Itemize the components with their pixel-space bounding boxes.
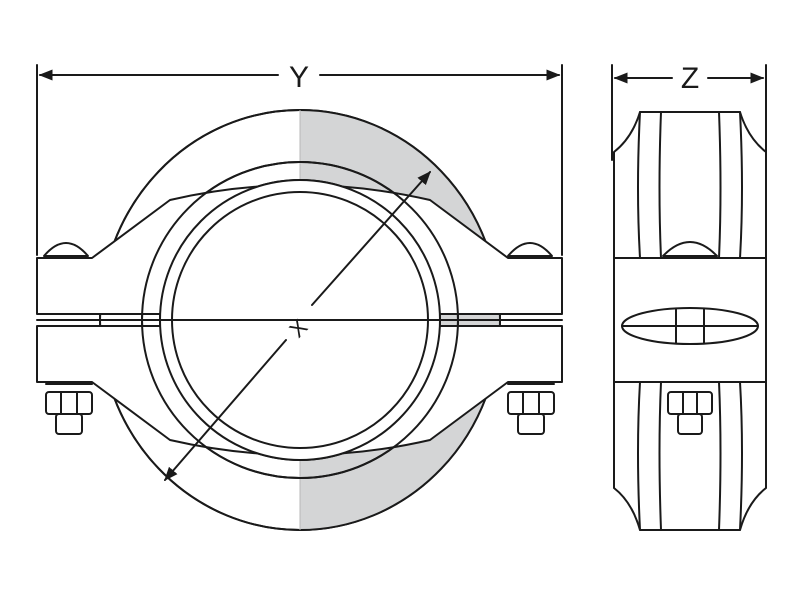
side-nut [667,391,713,435]
z-dimension-label: Z [681,62,699,95]
nut-left [45,383,93,435]
x-dimension-line-lower [164,339,287,482]
side-bolt-dome [662,241,718,257]
side-view: Z [611,62,767,531]
bolt-head-right [507,242,553,257]
x-dimension-line-upper [311,170,431,306]
nut-right [507,383,555,435]
front-view: Y X [36,61,563,531]
bolt-head-left [43,242,89,257]
y-dimension-label: Y [289,61,309,94]
